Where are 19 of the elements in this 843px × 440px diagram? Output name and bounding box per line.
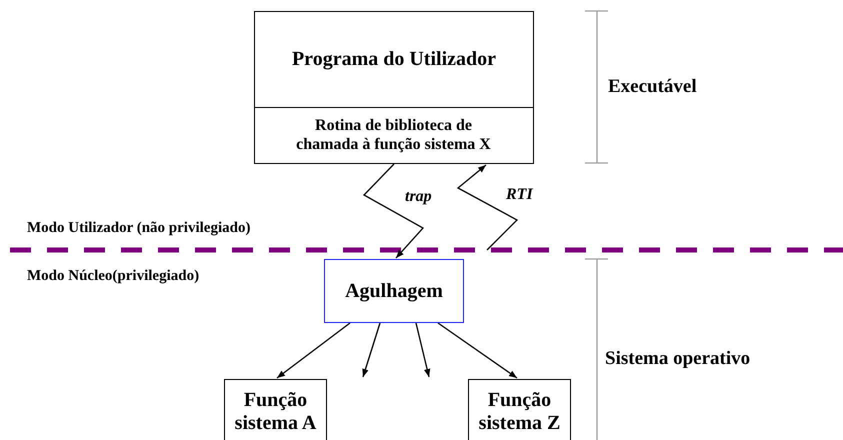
node-text: Função sistema Z bbox=[478, 389, 562, 435]
arrow bbox=[362, 322, 381, 378]
section-label: Modo Núcleo(privilegiado) bbox=[27, 268, 200, 285]
node-text: Rotina de biblioteca de chamada à função sistema X bbox=[295, 117, 492, 154]
arrow bbox=[276, 322, 350, 379]
arrow bbox=[415, 322, 430, 378]
arrow bbox=[456, 164, 518, 250]
process-box bbox=[224, 379, 327, 440]
section-label: Executável bbox=[608, 76, 697, 98]
node-text: Programa do Utilizador bbox=[290, 48, 498, 71]
arrow bbox=[362, 164, 424, 258]
arrow bbox=[438, 322, 518, 379]
node-text: Função sistema A bbox=[234, 389, 318, 435]
section-label: Sistema operativo bbox=[605, 348, 750, 370]
process-box bbox=[254, 11, 534, 164]
dispatcher-box bbox=[324, 259, 464, 323]
process-box bbox=[468, 379, 571, 440]
node-text: Agulhagem bbox=[344, 280, 444, 302]
section-label: Modo Utilizador (não privilegiado) bbox=[27, 220, 250, 237]
